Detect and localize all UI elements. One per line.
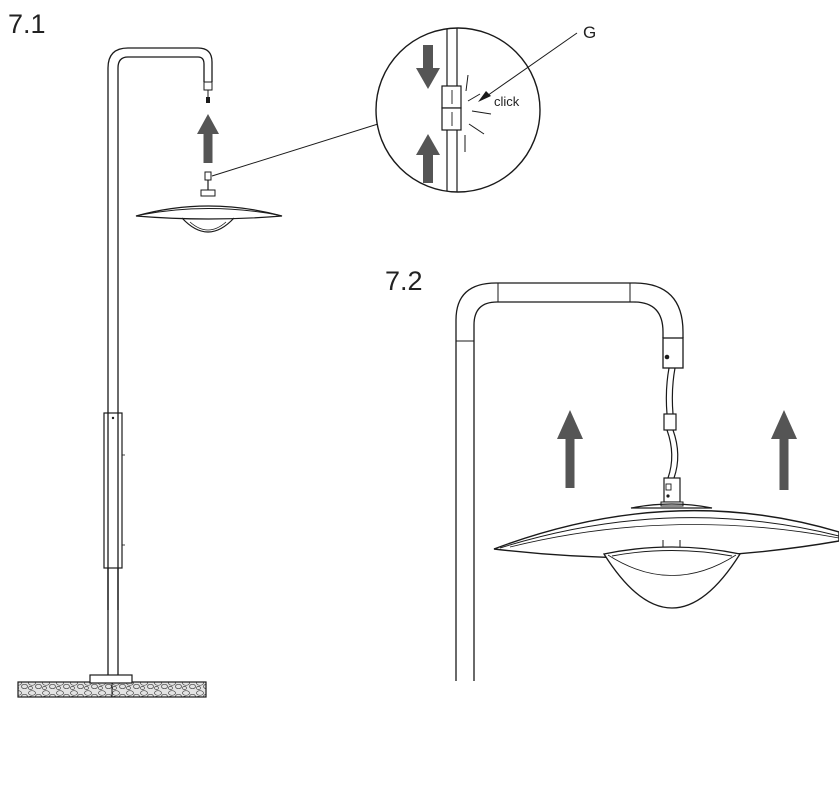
step-label-7-2: 7.2 [385, 266, 423, 296]
up-arrow-icon [416, 134, 440, 183]
floor-lamp-step-1 [17, 47, 213, 698]
click-sound-lines-icon [464, 74, 492, 152]
step-label-7-1: 7.1 [8, 9, 46, 39]
up-arrow-icon [197, 114, 219, 163]
lamp-arm-step-2 [455, 282, 684, 681]
click-label: click [494, 94, 520, 109]
up-arrow-icon [557, 410, 583, 488]
up-arrow-icon [771, 410, 797, 490]
lamp-shade-step-1 [135, 171, 283, 233]
lamp-shade-step-2 [493, 477, 839, 609]
part-g-arrowhead [478, 91, 491, 102]
detail-magnifier: click [375, 27, 541, 193]
pole-end-connector [203, 81, 213, 91]
pole-sleeve [103, 412, 123, 569]
arm-end-connector [662, 337, 684, 369]
part-g-leader [483, 32, 578, 99]
down-arrow-icon [416, 45, 440, 89]
part-letter-g: G [583, 23, 596, 42]
detail-leader-line [211, 123, 379, 177]
